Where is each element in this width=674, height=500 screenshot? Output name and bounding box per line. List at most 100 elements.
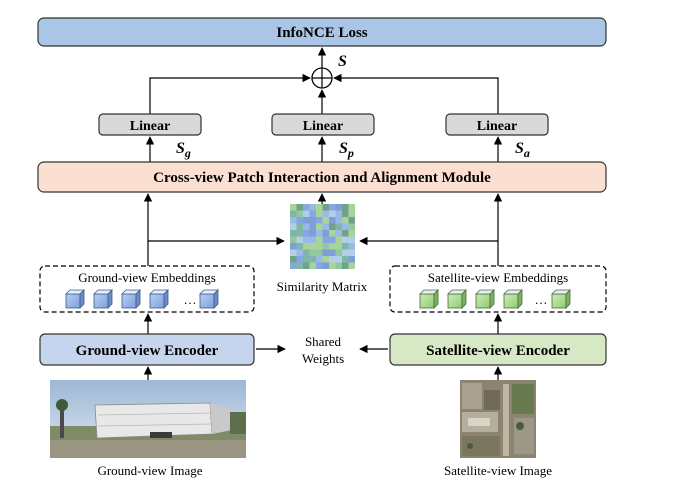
score-satellite-label: Sa bbox=[515, 140, 530, 160]
embedding-cube-icon bbox=[551, 289, 571, 309]
matrix-cell bbox=[329, 217, 336, 224]
matrix-cell bbox=[316, 210, 323, 217]
shared-weights-line1: Shared bbox=[305, 334, 342, 349]
matrix-cell bbox=[322, 262, 329, 269]
matrix-cell bbox=[290, 230, 297, 237]
matrix-cell bbox=[335, 262, 342, 269]
ground-embeddings-label: Ground-view Embeddings bbox=[78, 270, 216, 285]
matrix-cell bbox=[342, 236, 349, 243]
matrix-cell bbox=[303, 230, 310, 237]
ground-view-photo bbox=[50, 380, 246, 458]
matrix-cell bbox=[348, 223, 355, 230]
matrix-cell bbox=[303, 243, 310, 250]
cross-view-module-box: Cross-view Patch Interaction and Alignme… bbox=[37, 161, 607, 193]
ground-embedding-cubes bbox=[65, 289, 219, 309]
matrix-cell bbox=[309, 236, 316, 243]
matrix-cell bbox=[303, 217, 310, 224]
embedding-cube-icon bbox=[503, 289, 523, 309]
matrix-cell bbox=[329, 230, 336, 237]
matrix-cell bbox=[322, 236, 329, 243]
embedding-cube-icon bbox=[419, 289, 439, 309]
matrix-cell bbox=[296, 217, 303, 224]
matrix-cell bbox=[309, 217, 316, 224]
matrix-cell bbox=[342, 262, 349, 269]
matrix-cell bbox=[348, 249, 355, 256]
matrix-cell bbox=[309, 262, 316, 269]
matrix-cell bbox=[322, 256, 329, 263]
matrix-cell bbox=[342, 249, 349, 256]
embedding-cube-icon bbox=[447, 289, 467, 309]
matrix-cell bbox=[329, 204, 336, 211]
matrix-cell bbox=[342, 217, 349, 224]
satellite-embedding-cubes bbox=[419, 289, 571, 309]
cross-view-module-label: Cross-view Patch Interaction and Alignme… bbox=[153, 170, 491, 186]
matrix-cell bbox=[342, 223, 349, 230]
matrix-cell bbox=[303, 249, 310, 256]
matrix-cell bbox=[348, 217, 355, 224]
matrix-cell bbox=[316, 230, 323, 237]
matrix-cell bbox=[290, 210, 297, 217]
matrix-cell bbox=[316, 262, 323, 269]
matrix-cell bbox=[290, 262, 297, 269]
matrix-cell bbox=[290, 256, 297, 263]
matrix-cell bbox=[322, 230, 329, 237]
matrix-cell bbox=[348, 243, 355, 250]
matrix-cell bbox=[316, 243, 323, 250]
matrix-cell bbox=[348, 262, 355, 269]
satellite-view-encoder-box: Satellite-view Encoder bbox=[389, 333, 607, 366]
matrix-cell bbox=[348, 210, 355, 217]
matrix-cell bbox=[316, 249, 323, 256]
arrow-linear-right-to-fusion bbox=[333, 73, 499, 114]
matrix-cell bbox=[309, 256, 316, 263]
matrix-cell bbox=[303, 204, 310, 211]
matrix-cell bbox=[296, 204, 303, 211]
matrix-cell bbox=[316, 236, 323, 243]
matrix-cell bbox=[342, 210, 349, 217]
matrix-cell bbox=[290, 217, 297, 224]
matrix-cell bbox=[348, 256, 355, 263]
matrix-cell bbox=[348, 230, 355, 237]
matrix-cell bbox=[329, 236, 336, 243]
ground-view-encoder-box: Ground-view Encoder bbox=[39, 333, 255, 366]
matrix-cell bbox=[335, 249, 342, 256]
matrix-cell bbox=[309, 223, 316, 230]
matrix-cell bbox=[296, 243, 303, 250]
matrix-cell bbox=[342, 243, 349, 250]
matrix-cell bbox=[322, 204, 329, 211]
matrix-cell bbox=[290, 249, 297, 256]
ground-view-image-label: Ground-view Image bbox=[97, 463, 202, 478]
score-ground-label: Sg bbox=[176, 140, 191, 160]
score-patch-label: Sp bbox=[339, 140, 354, 160]
matrix-cell bbox=[290, 204, 297, 211]
matrix-cell bbox=[296, 210, 303, 217]
arrow-linear-left-to-fusion bbox=[149, 73, 311, 114]
fusion-score-label: S bbox=[338, 53, 347, 70]
shared-weights-line2: Weights bbox=[302, 351, 344, 366]
linear-head-satellite: Linear bbox=[445, 113, 549, 136]
satellite-view-image-label: Satellite-view Image bbox=[444, 463, 552, 478]
embedding-cube-icon bbox=[121, 289, 141, 309]
matrix-cell bbox=[335, 204, 342, 211]
matrix-cell bbox=[303, 210, 310, 217]
embedding-cube-icon bbox=[199, 289, 219, 309]
satellite-embeddings-box: Satellite-view Embeddings … bbox=[389, 265, 607, 313]
matrix-cell bbox=[335, 230, 342, 237]
embedding-cube-icon bbox=[93, 289, 113, 309]
matrix-cell bbox=[290, 243, 297, 250]
embedding-cube-icon bbox=[65, 289, 85, 309]
matrix-cell bbox=[309, 230, 316, 237]
matrix-cell bbox=[316, 256, 323, 263]
linear-head-ground: Linear bbox=[98, 113, 202, 136]
linear-head-patch: Linear bbox=[271, 113, 375, 136]
infonce-loss-label: InfoNCE Loss bbox=[276, 25, 367, 41]
ground-ellipsis: … bbox=[184, 292, 197, 307]
matrix-cell bbox=[322, 249, 329, 256]
matrix-cell bbox=[329, 210, 336, 217]
matrix-cell bbox=[309, 204, 316, 211]
ground-view-encoder-label: Ground-view Encoder bbox=[76, 343, 219, 359]
matrix-cell bbox=[303, 223, 310, 230]
matrix-cell bbox=[335, 256, 342, 263]
matrix-cell bbox=[329, 223, 336, 230]
matrix-cell bbox=[290, 223, 297, 230]
